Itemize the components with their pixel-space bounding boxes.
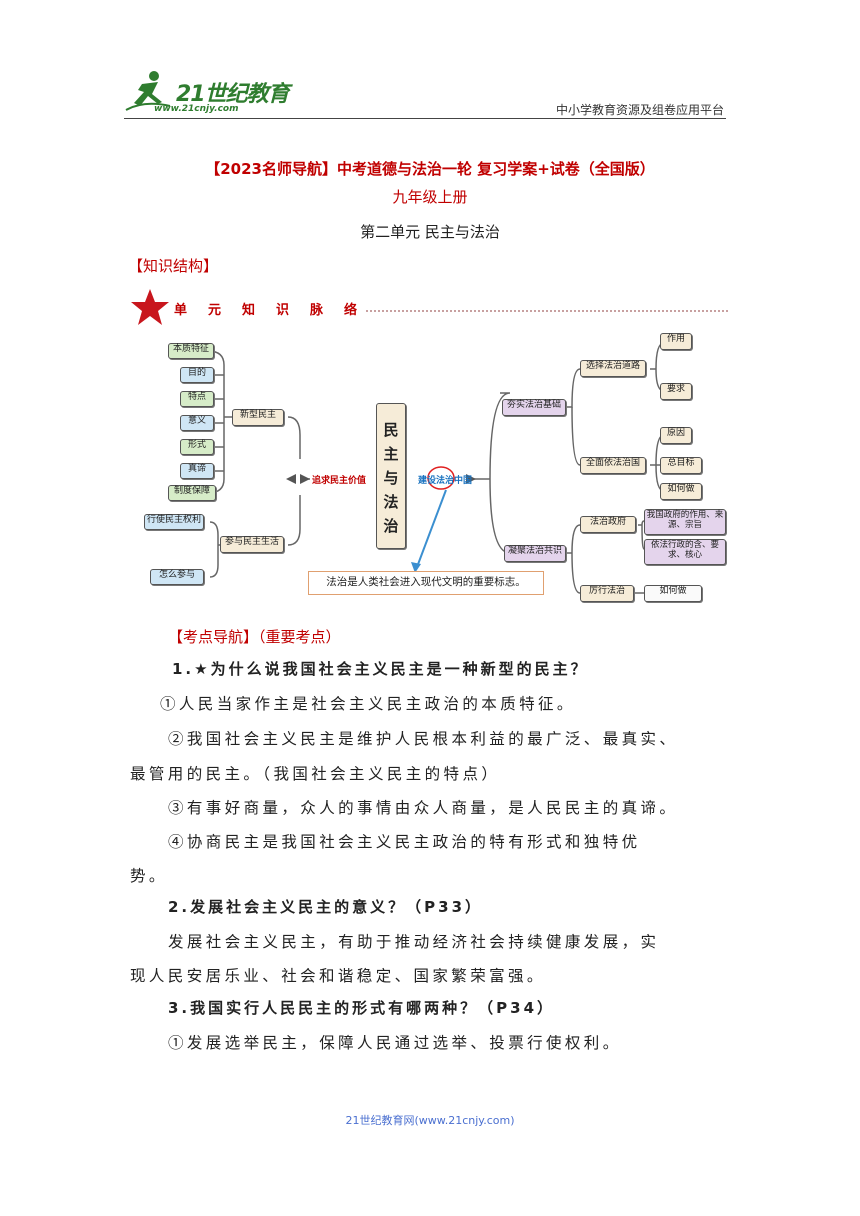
q2-answer-line1: 发展社会主义民主，有助于推动经济社会持续健康发展，实 (168, 933, 660, 951)
q1-answer-1: ①人民当家作主是社会主义民主政治的本质特征。 (160, 695, 576, 713)
logo-url: www.21cnjy.com (154, 104, 239, 114)
unit-title: 第二单元 民主与法治 (360, 223, 500, 241)
node-institutional-guarantee: 制度保障 (168, 485, 216, 501)
node-how-to: 如何做 (660, 483, 702, 500)
knowledge-mindmap: 单元知识脉络 (128, 285, 732, 615)
node-practice-how: 如何做 (644, 585, 702, 602)
node-new-democracy: 新型民主 (232, 409, 284, 426)
branch-rule-of-law: 建设法治中国 (418, 476, 473, 486)
node-form: 形式 (180, 439, 214, 455)
q1-answer-4-line1: ④协商民主是我国社会主义民主政治的特有形式和独特优 (168, 833, 641, 851)
grade-subtitle: 九年级上册 (392, 188, 468, 206)
q3-answer-1: ①发展选举民主，保障人民通过选举、投票行使权利。 (168, 1034, 622, 1052)
node-law-government: 法治政府 (580, 516, 636, 533)
branch-pursue-democracy: 追求民主价值 (312, 476, 367, 486)
q1-answer-4-line2: 势。 (130, 867, 168, 885)
document-title: 【2023名师导航】中考道德与法治一轮 复习学案+试卷（全国版） (205, 160, 655, 178)
exam-guide-label: 【考点导航】（重要考点） (168, 628, 341, 646)
node-essential-feature: 本质特征 (168, 343, 214, 359)
center-node: 民主与法治 (376, 403, 406, 549)
node-purpose: 目的 (180, 367, 214, 383)
mindmap-connectors (207, 342, 665, 594)
node-overall-goal: 总目标 (660, 457, 702, 474)
banner-dotted-line (366, 310, 728, 312)
question-2: 2.发展社会主义民主的意义？（P33） (168, 898, 484, 916)
mindmap-note: 法治是人类社会进入现代文明的重要标志。 (308, 571, 544, 595)
node-reason: 原因 (660, 427, 692, 444)
platform-label: 中小学教育资源及组卷应用平台 (555, 103, 724, 117)
node-foundation: 夯实法治基础 (502, 399, 566, 416)
node-consensus: 凝聚法治共识 (504, 545, 566, 562)
q1-answer-2-line2: 最管用的民主。（我国社会主义民主的特点） (130, 765, 501, 783)
q1-answer-2-line1: ②我国社会主义民主是维护人民根本利益的最广泛、最真实、 (168, 730, 679, 748)
node-essence: 真谛 (180, 463, 214, 479)
node-significance: 意义 (180, 415, 214, 431)
logo-text: 21世纪教育 (176, 82, 290, 107)
header-divider (124, 118, 726, 119)
question-1: 1.★为什么说我国社会主义民主是一种新型的民主？ (172, 660, 589, 678)
node-practice: 厉行法治 (580, 585, 634, 602)
node-role: 作用 (660, 333, 692, 350)
runner-logo-icon (125, 71, 171, 111)
footer-link[interactable]: 21世纪教育网(www.21cnjy.com) (345, 1114, 515, 1127)
node-participate: 参与民主生活 (220, 536, 284, 553)
node-feature: 特点 (180, 391, 214, 407)
node-exercise-rights: 行使民主权利 (144, 514, 204, 530)
q1-answer-3: ③有事好商量，众人的事情由众人商量，是人民民主的真谛。 (168, 799, 679, 817)
node-choose-path: 选择法治道路 (580, 360, 646, 377)
q2-answer-line2: 现人民安居乐业、社会和谐稳定、国家繁荣富强。 (130, 967, 546, 985)
knowledge-structure-label: 【知识结构】 (128, 257, 219, 275)
node-requirement: 要求 (660, 383, 692, 400)
question-3: 3.我国实行人民民主的形式有哪两种？（P34） (168, 999, 556, 1017)
star-icon (131, 289, 169, 325)
node-administration: 依法行政的含、要求、核心 (644, 539, 726, 565)
mindmap-banner: 单元知识脉络 (174, 303, 379, 318)
node-comprehensive-governance: 全面依法治国 (580, 457, 646, 474)
node-how-participate: 怎么参与 (150, 569, 204, 585)
site-logo: 21世纪教育 www.21cnjy.com (124, 70, 294, 120)
node-government-role: 我国政府的作用、来源、宗旨 (644, 509, 726, 535)
